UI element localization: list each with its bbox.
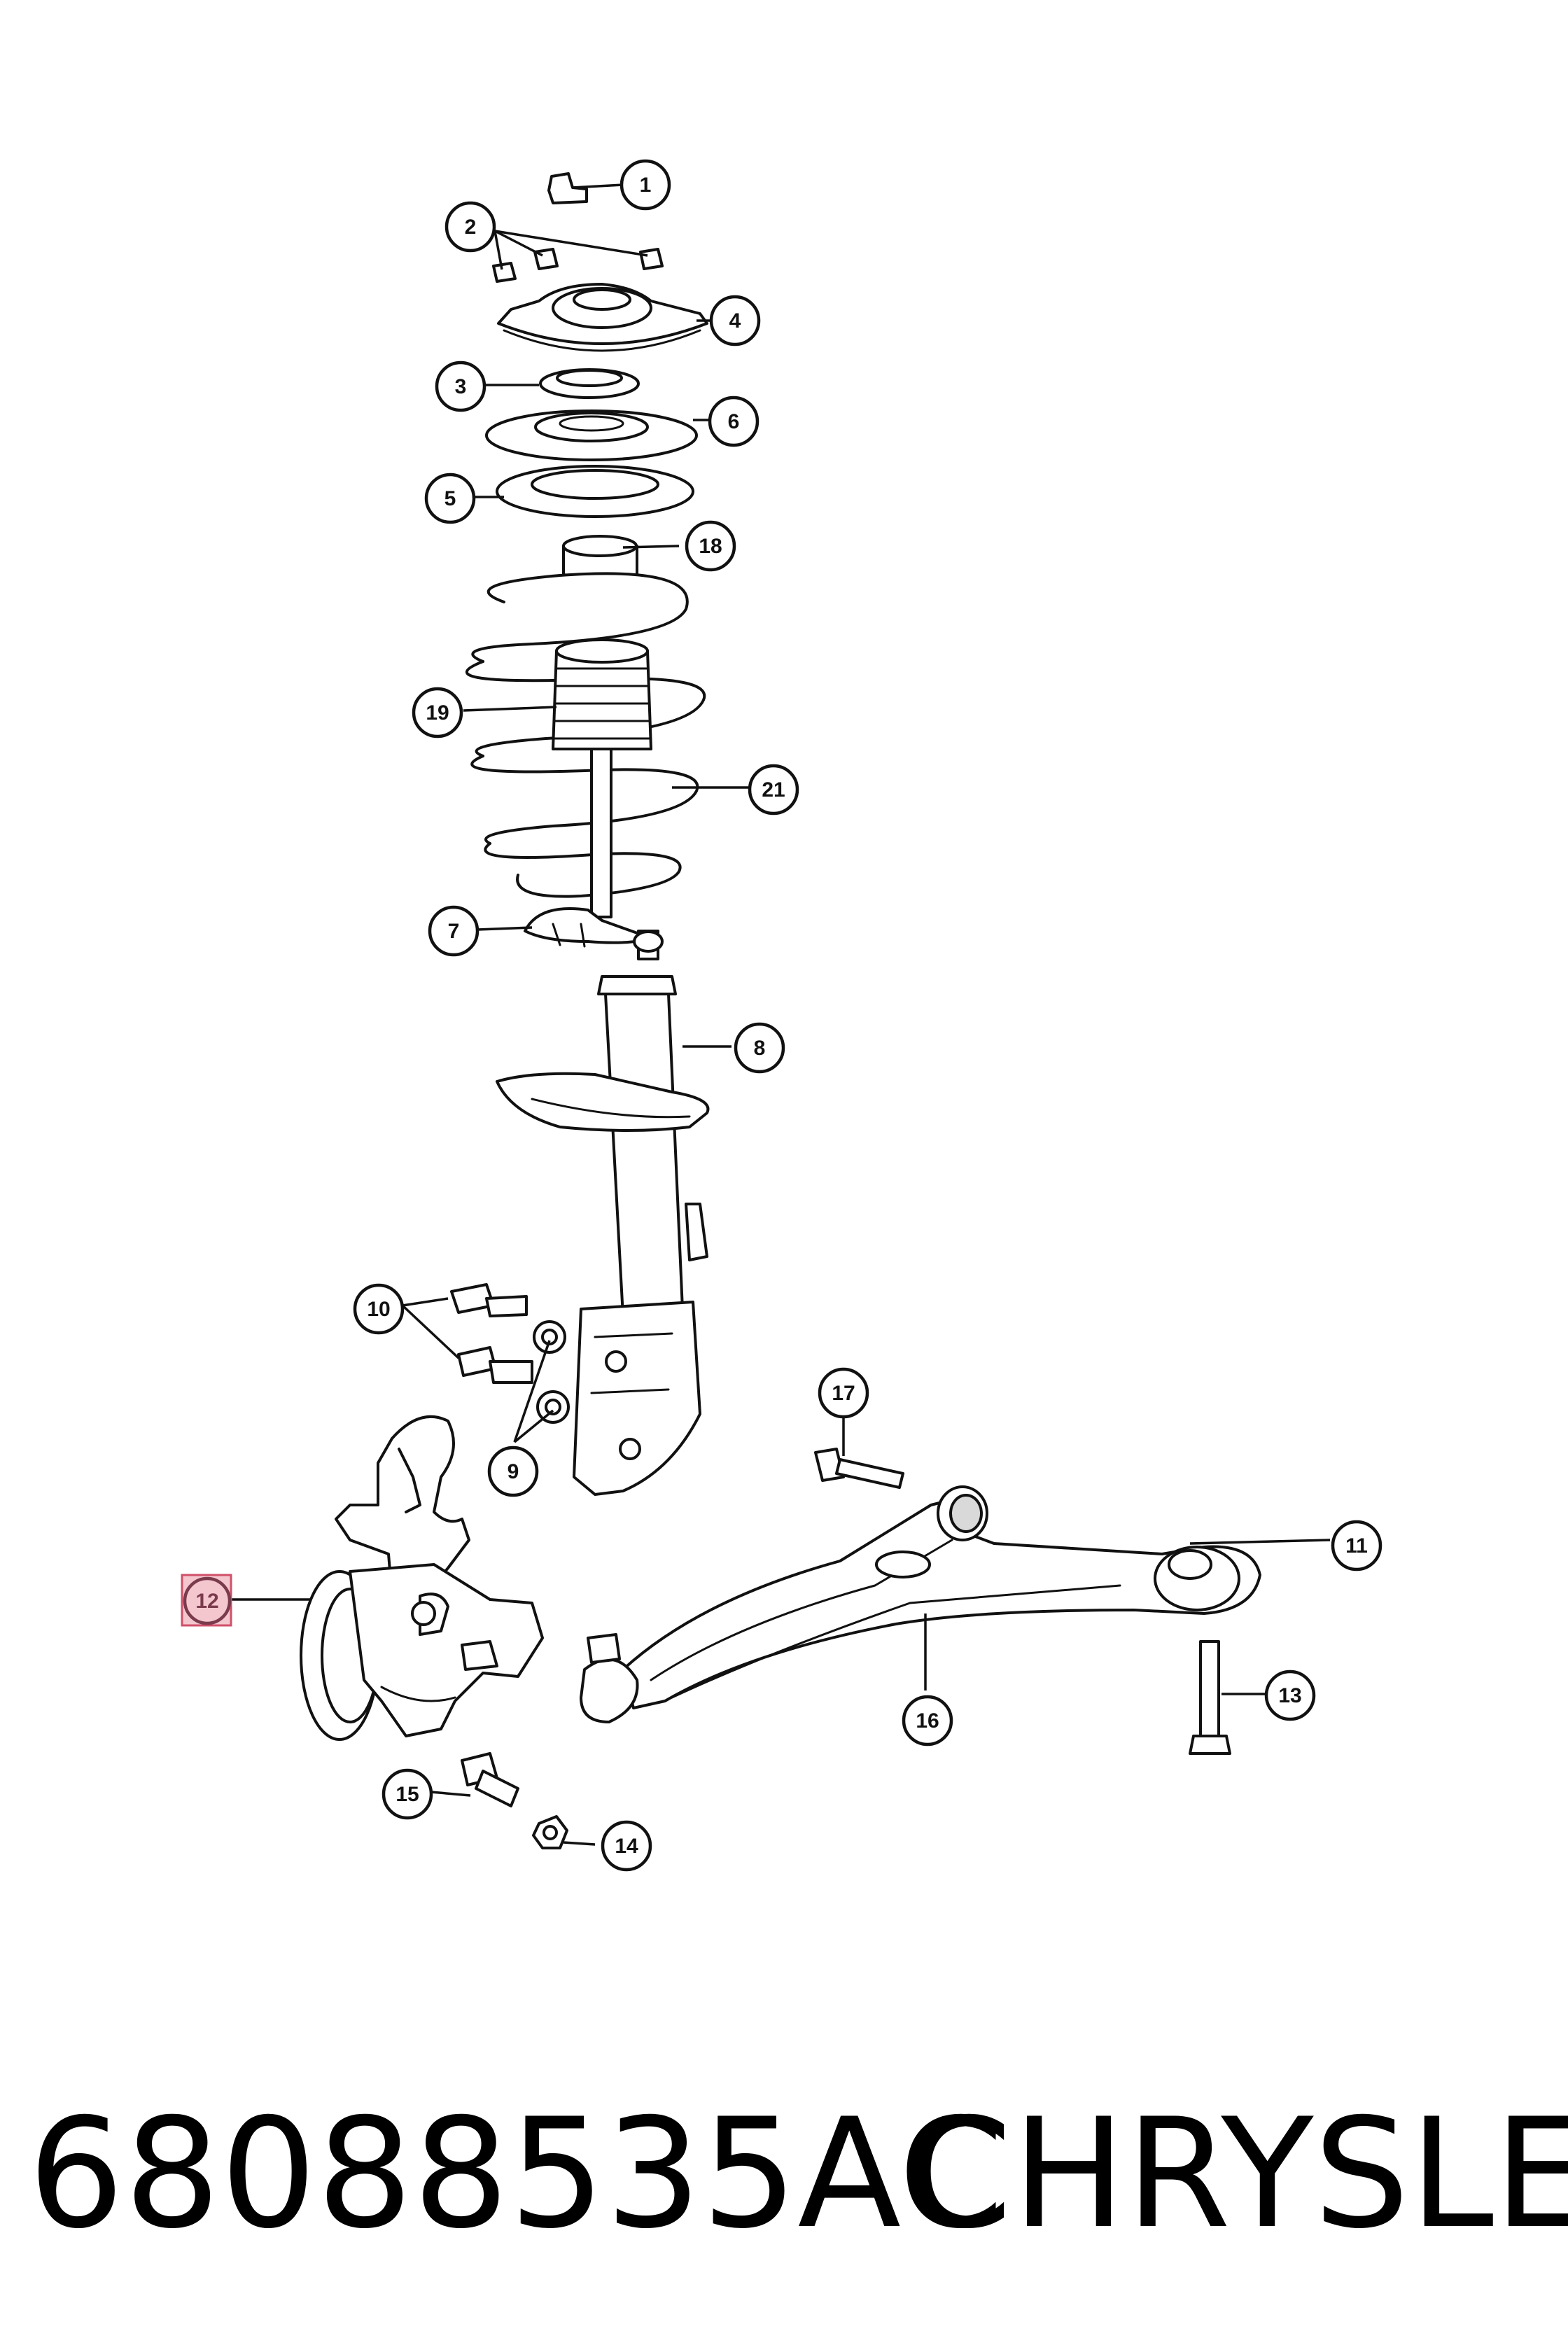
part-lower-control-arm [580,1485,1261,1723]
callout-18: 18 [685,520,736,572]
svg-text:11: 11 [1345,1534,1368,1558]
svg-text:2: 2 [465,216,477,239]
part-bearing [539,368,640,399]
part-arm-bolt [814,1448,904,1489]
svg-text:9: 9 [507,1460,519,1483]
callout-9: 9 [487,1446,539,1497]
callout-8: 8 [734,1022,785,1074]
callout-5: 5 [424,472,476,524]
callout-1: 1 [620,159,671,211]
svg-text:5: 5 [444,487,456,510]
leader-lines [231,183,1331,1846]
svg-text:4: 4 [729,309,741,332]
svg-text:18: 18 [699,535,722,558]
callout-10: 10 [353,1283,405,1335]
svg-text:7: 7 [448,920,460,943]
part-strut-bolts [450,1283,533,1384]
callout-4: 4 [709,295,761,346]
svg-text:14: 14 [615,1835,638,1858]
part-dust-boot [552,638,652,918]
callout-13: 13 [1264,1670,1316,1721]
part-knuckle-nut [532,1815,568,1849]
callout-16: 16 [902,1695,953,1746]
callout-19: 19 [412,687,463,738]
part-upper-spring-seat [485,410,698,461]
part-upper-mount [497,283,708,352]
part-steering-knuckle [300,1415,544,1741]
svg-text:12: 12 [195,1590,218,1613]
brand-name: CHRYSLER [906,2086,1568,2262]
callout-15: 15 [382,1768,433,1820]
svg-text:17: 17 [832,1382,855,1405]
callout-11: 11 [1331,1520,1382,1572]
part-knuckle-bolt [461,1752,519,1807]
callout-12-highlighted: 12 [181,1574,232,1627]
svg-text:1: 1 [640,174,652,197]
part-upper-isolator [496,465,694,518]
svg-text:6: 6 [728,410,740,433]
callout-6: 6 [708,396,760,447]
svg-text:13: 13 [1278,1684,1301,1707]
svg-text:10: 10 [367,1298,390,1321]
svg-text:16: 16 [916,1709,939,1732]
svg-text:15: 15 [396,1783,419,1806]
callout-2: 2 [444,201,496,253]
part-number: 68088535AC [28,2086,1004,2262]
part-nut-top [547,172,588,204]
callout-14: 14 [601,1820,652,1872]
part-strut [496,930,710,1496]
svg-text:19: 19 [426,701,449,724]
callout-21: 21 [748,764,799,816]
svg-text:3: 3 [455,375,467,398]
svg-text:8: 8 [754,1037,766,1060]
callout-7: 7 [428,905,479,957]
svg-text:21: 21 [762,778,785,802]
callout-3: 3 [435,360,486,412]
part-lower-isolator [524,907,652,948]
part-strut-nuts [533,1320,570,1424]
callout-17: 17 [818,1367,869,1419]
part-long-bolt [1189,1640,1231,1755]
